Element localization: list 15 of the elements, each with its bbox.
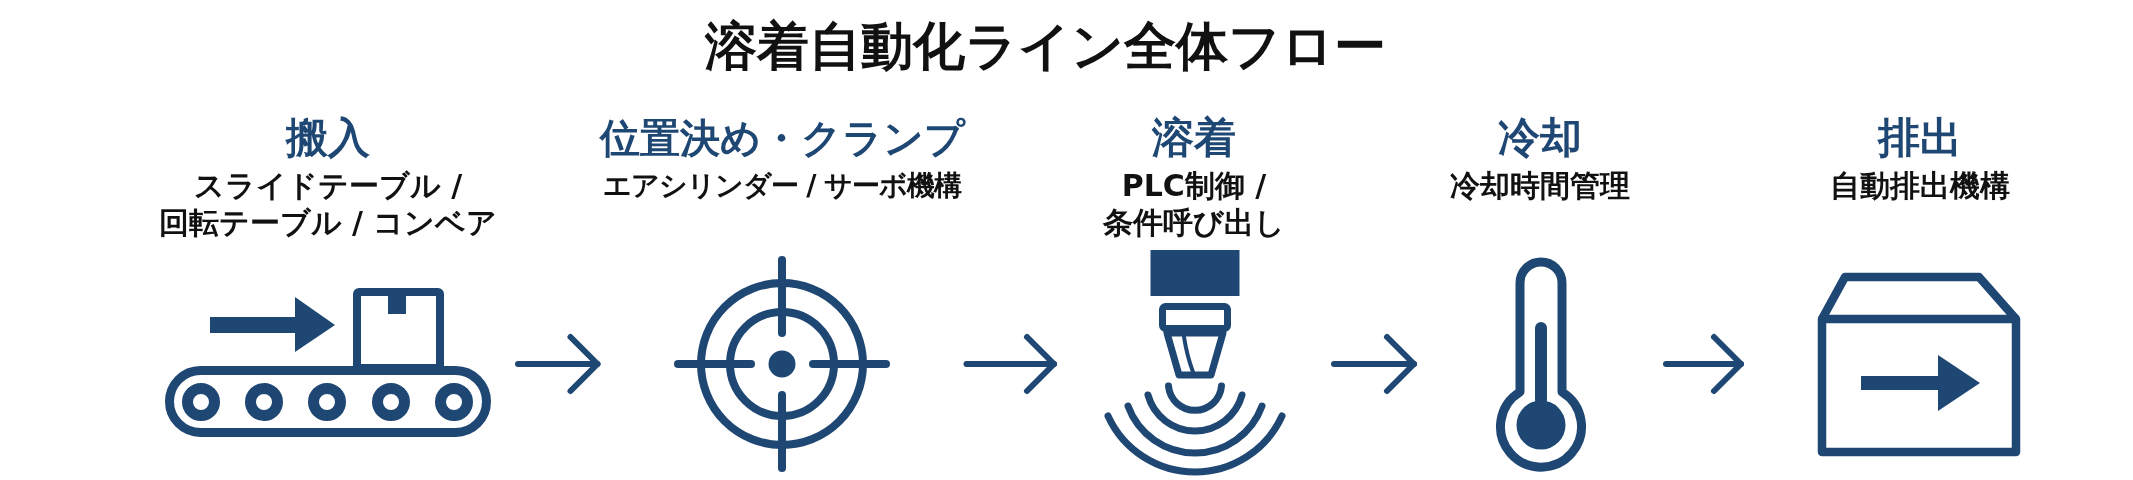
arrow xyxy=(515,334,601,394)
step-description: エアシリンダー / サーボ機構 xyxy=(602,168,962,204)
step-description: スライドテーブル / 回転テーブル / コンベア xyxy=(157,167,499,241)
step-heading: 冷却 xyxy=(1498,112,1582,164)
diagram-title: 溶着自動化ライン全体フロー xyxy=(704,15,1386,78)
arrow xyxy=(1663,334,1744,394)
step-description: 自動排出機構 xyxy=(1830,167,2010,204)
step-heading: 排出 xyxy=(1878,112,1962,164)
step-heading: 位置決め・クランプ xyxy=(599,114,965,163)
step-description: PLC制御 / 条件呼び出し xyxy=(1102,167,1286,241)
step-description: 冷却時間管理 xyxy=(1450,167,1630,204)
arrow xyxy=(963,334,1057,394)
step-heading: 搬入 xyxy=(286,112,370,164)
arrow xyxy=(1331,334,1417,394)
step-heading: 溶着 xyxy=(1152,112,1236,164)
